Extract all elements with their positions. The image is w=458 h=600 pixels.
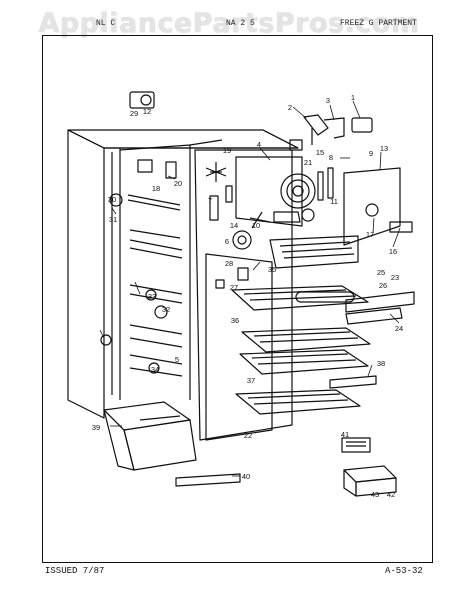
callout-16: 16	[389, 247, 397, 256]
callout-23: 23	[391, 273, 399, 282]
wire-shelf-upper	[269, 235, 359, 269]
callout-25: 25	[377, 268, 385, 277]
callout-14: 14	[230, 221, 238, 230]
leader-lines	[99, 100, 401, 477]
callout-3: 3	[326, 96, 330, 105]
callout-33: 33	[148, 292, 156, 301]
footer-issued-date: ISSUED 7/87	[45, 566, 105, 576]
callout-20: 20	[174, 179, 182, 188]
wire-shelf-3	[241, 327, 371, 353]
callout-19: 19	[223, 146, 231, 155]
callout-18: 18	[152, 184, 160, 193]
evaporator-fan-assembly	[205, 156, 334, 250]
header-left-code: NL C	[96, 19, 116, 28]
diagram-frame	[42, 35, 433, 563]
top-hardware	[129, 91, 373, 151]
left-wall-hardware	[100, 193, 249, 374]
callout-35: 35	[268, 265, 276, 274]
wire-shelf-4	[239, 349, 369, 375]
callout-40: 40	[242, 472, 250, 481]
callout-24: 24	[395, 324, 403, 333]
shelf-supports	[127, 159, 183, 377]
callout-41: 41	[341, 430, 349, 439]
callout-37: 37	[247, 376, 255, 385]
callout-31: 31	[109, 215, 117, 224]
callout-7: 7	[208, 196, 212, 205]
callout-32: 32	[162, 305, 170, 314]
callout-27: 27	[230, 283, 238, 292]
callout-38: 38	[377, 359, 385, 368]
watermark: AppliancePartsPros.com	[38, 8, 420, 39]
callout-34: 34	[151, 365, 159, 374]
footer-page-code: A-53-32	[385, 566, 423, 576]
callout-6: 6	[225, 237, 229, 246]
callout-39: 39	[92, 423, 100, 432]
callout-13: 13	[380, 144, 388, 153]
ice-tray-assembly	[341, 437, 397, 497]
header-section-label: FREEZ G PARTMENT	[340, 19, 417, 28]
wire-shelf-2	[231, 285, 369, 311]
callout-10: 10	[252, 221, 260, 230]
callout-29: 29	[130, 109, 138, 118]
callout-28: 28	[225, 259, 233, 268]
callout-36: 36	[231, 316, 239, 325]
callout-12: 12	[143, 107, 151, 116]
ice-bin	[103, 401, 197, 471]
shelf-trim-rail	[345, 291, 415, 325]
callout-2: 2	[288, 103, 292, 112]
callout-21: 21	[304, 158, 312, 167]
callout-8: 8	[329, 153, 333, 162]
cabinet-liner	[67, 129, 299, 441]
callout-17: 17	[366, 230, 374, 239]
callout-26: 26	[379, 281, 387, 290]
callout-30: 30	[108, 195, 116, 204]
control-cover-panel	[343, 167, 413, 246]
callout-4: 4	[257, 140, 261, 149]
divider-bracket	[175, 375, 377, 487]
callout-43: 43	[371, 490, 379, 499]
callout-5: 5	[175, 355, 179, 364]
callout-15: 15	[316, 148, 324, 157]
wire-shelf-lower	[235, 389, 361, 415]
callout-9: 9	[369, 149, 373, 158]
callout-42: 42	[387, 490, 395, 499]
header-mid-code: NA 2 5	[226, 19, 255, 28]
callout-22: 22	[244, 431, 252, 440]
callout-11: 11	[330, 197, 338, 206]
callout-1: 1	[351, 93, 355, 102]
